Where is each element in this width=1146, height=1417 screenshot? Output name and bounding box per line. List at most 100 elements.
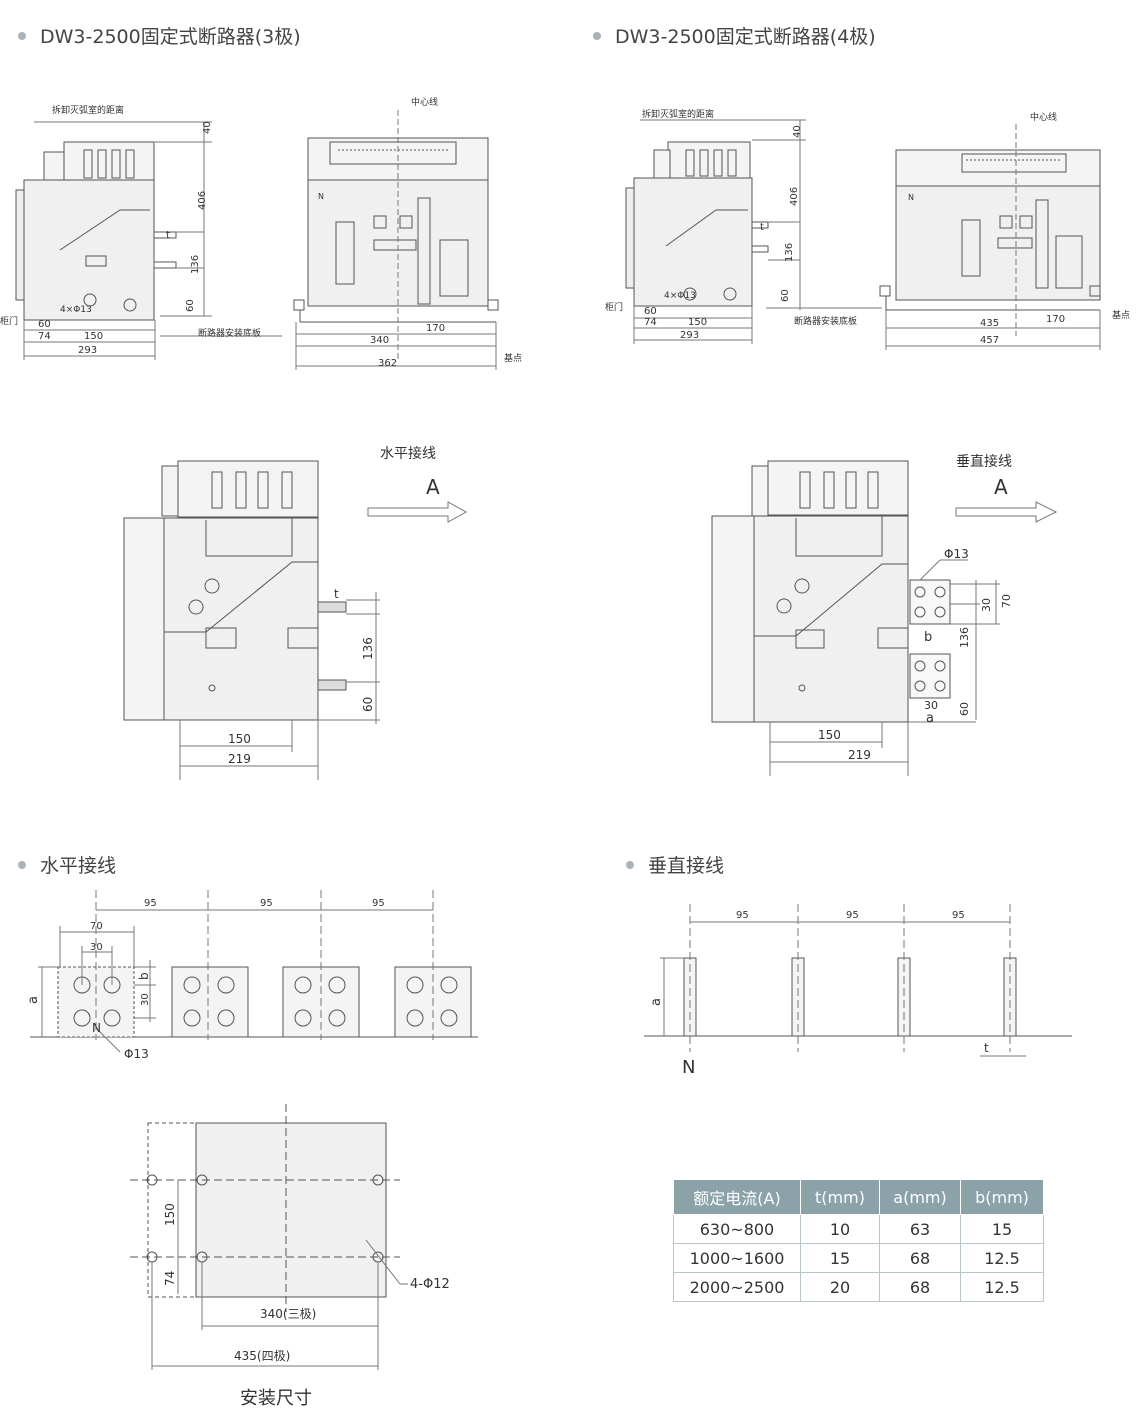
dim-40-4p: 40 bbox=[792, 125, 803, 138]
dim-457-4p: 457 bbox=[980, 335, 999, 346]
hole-label-3p: 4×Φ13 bbox=[60, 305, 92, 315]
table-header-row: 额定电流(A) t(mm) a(mm) b(mm) bbox=[673, 1179, 1044, 1215]
side-vertical-d30b: 30 bbox=[924, 699, 938, 712]
side-vertical-d219: 219 bbox=[848, 748, 871, 762]
dist-label-3p: 拆卸灭弧室的距离 bbox=[52, 104, 124, 116]
mount-d340: 340(三极) bbox=[260, 1307, 316, 1321]
side-vertical-d30: 30 bbox=[980, 598, 993, 612]
t-label-4p: t bbox=[760, 222, 764, 233]
dim-136-4p: 136 bbox=[784, 243, 795, 262]
table-row: 1000~1600 15 68 12.5 bbox=[673, 1243, 1044, 1273]
dims-3p-front bbox=[295, 110, 497, 370]
breaker-3p-side-view bbox=[15, 141, 177, 321]
h-b-label: b bbox=[137, 972, 151, 980]
dims-3p-side bbox=[23, 121, 282, 360]
side-vertical-b: b bbox=[924, 630, 932, 645]
dim-60b-3p: 60 bbox=[38, 319, 51, 330]
datum-label-3p: 基点 bbox=[504, 352, 522, 364]
side-horizontal-d150: 150 bbox=[228, 732, 251, 746]
cell-a: 68 bbox=[879, 1243, 961, 1273]
base-plate-label-3p: 断路器安装底板 bbox=[198, 327, 261, 339]
header-rated-current: 额定电流(A) bbox=[673, 1179, 801, 1215]
side-vertical-d136: 136 bbox=[958, 627, 971, 648]
dims-vertical-busbars bbox=[660, 921, 1026, 1057]
datum-label-4p: 基点 bbox=[1112, 309, 1130, 321]
dim-60b-4p: 60 bbox=[644, 306, 657, 317]
dims-side-horizontal bbox=[179, 501, 468, 780]
vertical-busbars bbox=[644, 904, 1072, 1052]
dim-170-3p: 170 bbox=[426, 323, 445, 334]
side-horizontal-arrow-label: A bbox=[426, 475, 440, 499]
side-horizontal-t: t bbox=[334, 587, 339, 601]
cell-current: 2000~2500 bbox=[673, 1272, 801, 1302]
cell-current: 1000~1600 bbox=[673, 1243, 801, 1273]
v-pitch-3: 95 bbox=[952, 910, 965, 921]
side-horizontal-d136: 136 bbox=[361, 637, 375, 660]
cell-t: 10 bbox=[800, 1214, 880, 1244]
hole-label-4p: 4×Φ13 bbox=[664, 291, 696, 301]
mount-d74: 74 bbox=[163, 1271, 177, 1286]
side-vertical-d60: 60 bbox=[958, 702, 971, 716]
side-horizontal-d60: 60 bbox=[361, 697, 375, 712]
center-label-3p: 中心线 bbox=[411, 96, 438, 108]
base-plate-label-4p: 断路器安装底板 bbox=[794, 315, 857, 327]
title-4-pole-text: DW3-2500固定式断路器(4极) bbox=[615, 26, 876, 48]
dim-60-4p: 60 bbox=[780, 289, 791, 302]
bullet-icon bbox=[18, 860, 26, 869]
h-n-label: N bbox=[92, 1021, 101, 1035]
dim-40-3p: 40 bbox=[202, 121, 213, 134]
dim-435-4p: 435 bbox=[980, 318, 999, 329]
v-pitch-1: 95 bbox=[736, 910, 749, 921]
header-a: a(mm) bbox=[879, 1179, 961, 1215]
spec-table: 额定电流(A) t(mm) a(mm) b(mm) 630~800 10 63 … bbox=[673, 1179, 1044, 1302]
mount-d150: 150 bbox=[163, 1203, 177, 1226]
side-vertical-d70: 70 bbox=[1000, 594, 1013, 608]
v-pitch-2: 95 bbox=[846, 910, 859, 921]
h-pitch-3: 95 bbox=[372, 898, 385, 909]
dim-293-4p: 293 bbox=[680, 330, 699, 341]
breaker-side-horizontal bbox=[123, 460, 347, 721]
dim-293-3p: 293 bbox=[78, 345, 97, 356]
v-a-label: a bbox=[649, 998, 664, 1006]
h-pitch-1: 95 bbox=[144, 898, 157, 909]
side-vertical-label: 垂直接线 bbox=[956, 453, 1012, 470]
horizontal-terminals bbox=[30, 890, 478, 1040]
dim-362-3p: 362 bbox=[378, 358, 397, 369]
dim-340-3p: 340 bbox=[370, 335, 389, 346]
cell-t: 15 bbox=[800, 1243, 880, 1273]
header-b: b(mm) bbox=[960, 1179, 1044, 1215]
h-pitch-2: 95 bbox=[260, 898, 273, 909]
header-t: t(mm) bbox=[800, 1179, 880, 1215]
cell-t: 20 bbox=[800, 1272, 880, 1302]
table-row: 630~800 10 63 15 bbox=[673, 1214, 1044, 1244]
door-label-4p: 柜门 bbox=[605, 301, 623, 313]
mount-caption: 安装尺寸 bbox=[240, 1388, 312, 1409]
dim-74-4p: 74 bbox=[644, 317, 657, 328]
dims-side-vertical bbox=[769, 501, 1058, 776]
bullet-icon bbox=[626, 860, 634, 869]
h-d30: 30 bbox=[90, 942, 103, 953]
cell-b: 12.5 bbox=[960, 1272, 1044, 1302]
dim-170-4p: 170 bbox=[1046, 314, 1065, 325]
title-3-pole: DW3-2500固定式断路器(3极) bbox=[18, 22, 301, 49]
n-label-4p: N bbox=[908, 193, 914, 202]
cell-current: 630~800 bbox=[673, 1214, 801, 1244]
dim-74-3p: 74 bbox=[38, 331, 51, 342]
cell-b: 15 bbox=[960, 1214, 1044, 1244]
h-d30b: 30 bbox=[140, 993, 151, 1006]
cell-b: 12.5 bbox=[960, 1243, 1044, 1273]
dist-label-4p: 拆卸灭弧室的距离 bbox=[642, 108, 714, 120]
side-vertical-a: a bbox=[926, 711, 934, 726]
cell-a: 63 bbox=[879, 1214, 961, 1244]
side-horizontal-d219: 219 bbox=[228, 752, 251, 766]
dim-150-3p: 150 bbox=[84, 331, 103, 342]
h-phi-label: Φ13 bbox=[124, 1047, 149, 1061]
center-label-4p: 中心线 bbox=[1030, 111, 1057, 123]
side-vertical-arrow-label: A bbox=[994, 475, 1008, 499]
h-a-label: a bbox=[26, 996, 41, 1004]
title-vertical-text: 垂直接线 bbox=[648, 855, 725, 877]
bullet-icon bbox=[18, 31, 26, 40]
dim-150-4p: 150 bbox=[688, 317, 707, 328]
title-horizontal-text: 水平接线 bbox=[40, 855, 117, 877]
